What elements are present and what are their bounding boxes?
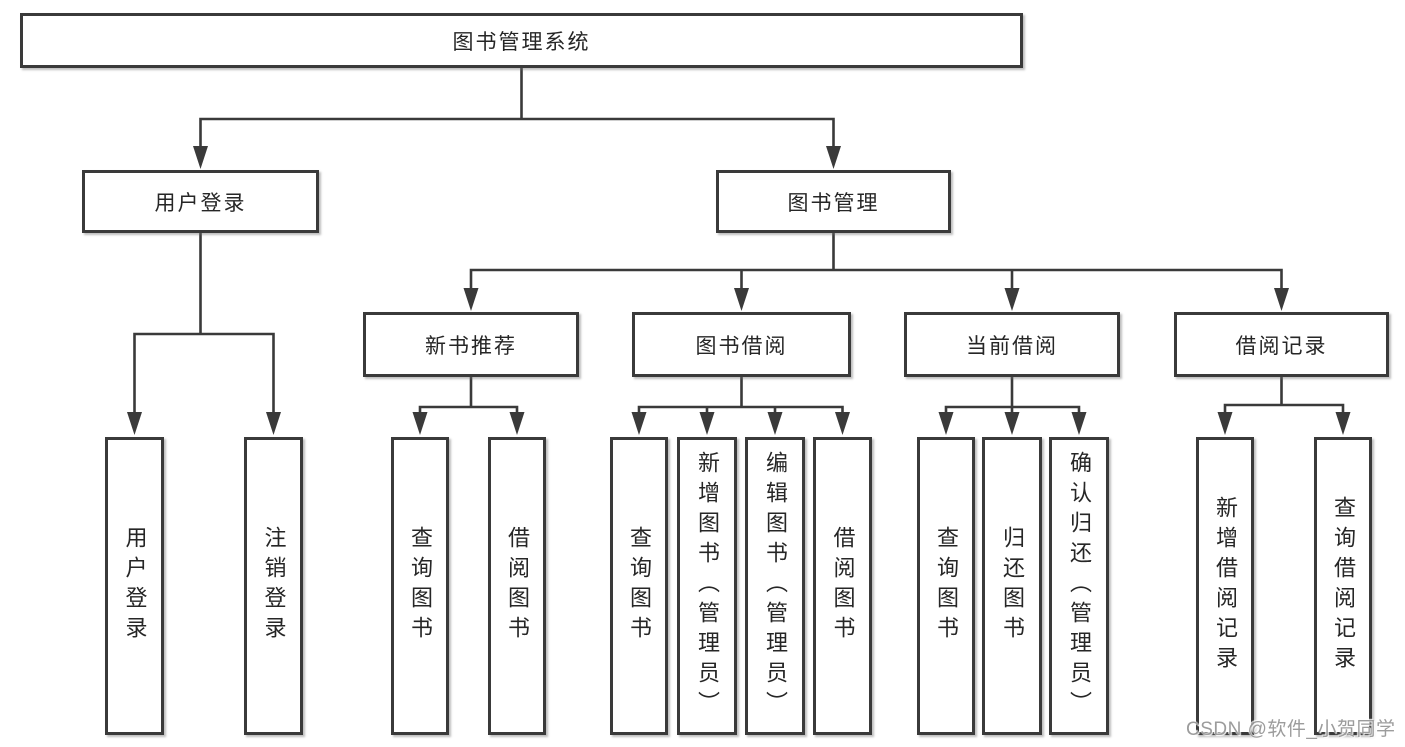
- node-label: 用户登录: [154, 191, 247, 215]
- leaf-add-borrow-record: 新增借阅记录: [1196, 437, 1254, 735]
- node-new-book-recommend: 新书推荐: [363, 312, 579, 377]
- leaf-borrow-books: 借阅图书: [488, 437, 546, 735]
- leaf-edit-books-admin: 编辑图书（管理员）: [745, 437, 805, 735]
- csdn-watermark: CSDN @软件_小贺同学: [1186, 719, 1396, 740]
- leaf-label: 编辑图书（管理员）: [763, 451, 788, 721]
- leaf-return-books: 归还图书: [982, 437, 1042, 735]
- connector-paths: [133, 65, 1345, 418]
- node-book-management: 图书管理: [716, 170, 951, 233]
- leaf-label: 新增借阅记录: [1213, 496, 1238, 676]
- leaf-label: 借阅图书: [505, 526, 530, 646]
- leaf-logout: 注销登录: [244, 437, 303, 735]
- node-book-borrowing: 图书借阅: [632, 312, 851, 377]
- node-user-login: 用户登录: [82, 170, 319, 233]
- arrowheads: [127, 146, 1351, 435]
- node-label: 当前借阅: [966, 334, 1058, 358]
- node-label: 新书推荐: [425, 334, 517, 358]
- node-current-borrowing: 当前借阅: [904, 312, 1120, 377]
- leaf-add-books-admin: 新增图书（管理员）: [677, 437, 737, 735]
- leaf-label: 新增图书（管理员）: [695, 451, 720, 721]
- leaf-label: 查询图书: [627, 526, 652, 646]
- leaf-query-books: 查询图书: [917, 437, 975, 735]
- node-label: 借阅记录: [1235, 334, 1328, 358]
- node-label: 图书借阅: [695, 334, 788, 358]
- leaf-label: 注销登录: [261, 526, 287, 646]
- leaf-confirm-return-admin: 确认归还（管理员）: [1049, 437, 1109, 735]
- leaf-label: 查询借阅记录: [1331, 496, 1356, 676]
- node-root-system: 图书管理系统: [20, 13, 1023, 68]
- node-label: 图书管理: [787, 191, 880, 215]
- node-root-label: 图书管理系统: [452, 30, 591, 54]
- leaf-query-books: 查询图书: [610, 437, 668, 735]
- leaf-user-login: 用户登录: [105, 437, 164, 735]
- leaf-label: 确认归还（管理员）: [1067, 451, 1092, 721]
- leaf-query-borrow-record: 查询借阅记录: [1314, 437, 1372, 735]
- leaf-query-books: 查询图书: [391, 437, 449, 735]
- leaf-borrow-books: 借阅图书: [813, 437, 872, 735]
- node-borrowing-records: 借阅记录: [1174, 312, 1389, 377]
- leaf-label: 借阅图书: [830, 526, 856, 646]
- leaf-label: 查询图书: [934, 526, 959, 646]
- leaf-label: 归还图书: [1000, 526, 1025, 646]
- leaf-label: 用户登录: [122, 526, 148, 646]
- leaf-label: 查询图书: [408, 526, 433, 646]
